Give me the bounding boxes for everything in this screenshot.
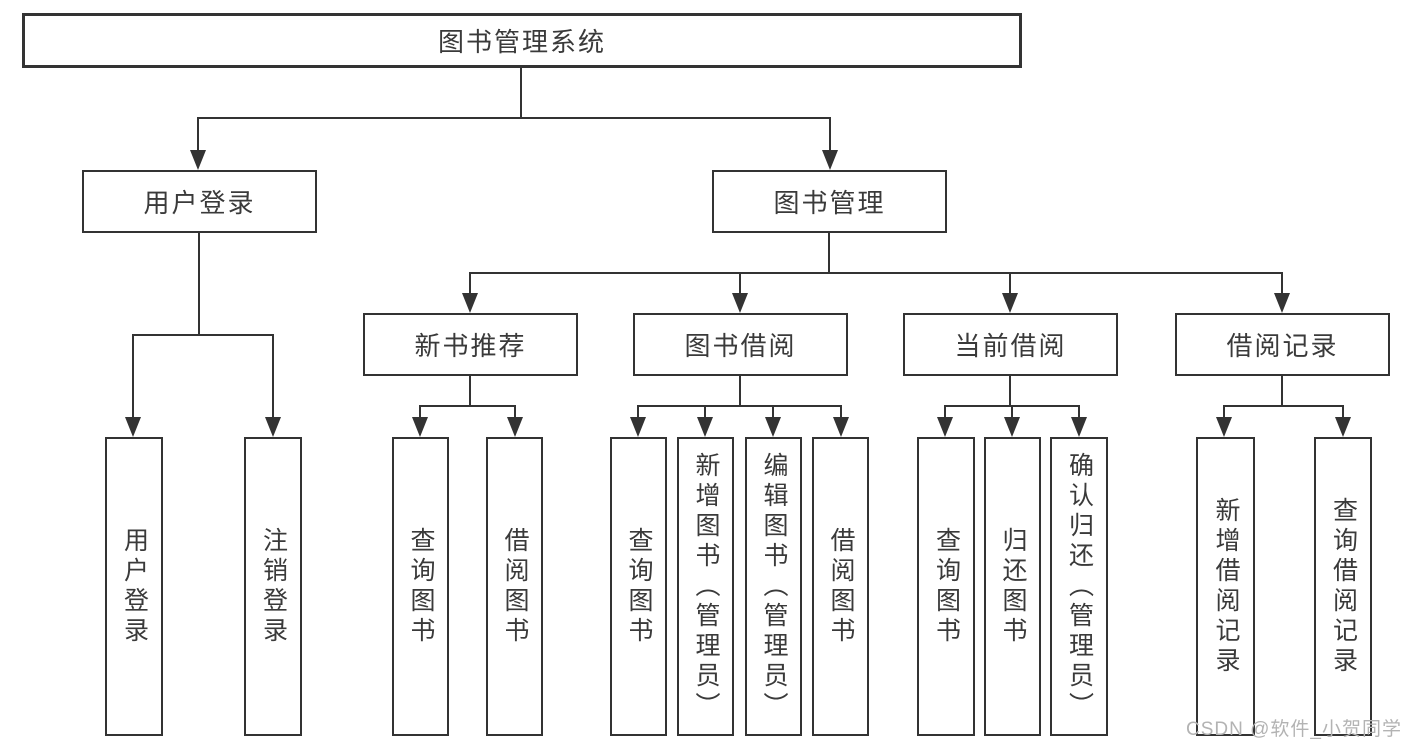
leaf-bb-borrow-books-label: 借阅图书 (827, 526, 855, 647)
leaf-bb-edit-books-admin-label: 编辑图书（管理员） (760, 451, 788, 722)
leaf-bb-borrow-books: 借阅图书 (812, 437, 869, 736)
leaf-br-add-record-label: 新增借阅记录 (1212, 496, 1240, 677)
arrowhead-leaf-r1 (1216, 417, 1232, 437)
node-user-login-group: 用户登录 (82, 170, 317, 233)
leaf-bb-query-books: 查询图书 (610, 437, 667, 736)
leaf-cb-confirm-return-admin-label: 确认归还（管理员） (1065, 451, 1094, 722)
arrowhead-leaf-logout (265, 417, 281, 437)
connector-to-leaf-b4 (840, 405, 842, 419)
arrowhead-user-login (190, 150, 206, 170)
leaf-logout: 注销登录 (244, 437, 302, 736)
leaf-cb-query-books-label: 查询图书 (932, 526, 961, 647)
csdn-watermark: CSDN @软件_小贺同学 (1186, 719, 1402, 740)
connector-records-stem (1281, 374, 1283, 407)
arrowhead-leaf-c3 (1071, 417, 1087, 437)
connector-to-records (1281, 272, 1283, 295)
connector-records-split (1223, 405, 1344, 407)
node-current-borrow: 当前借阅 (903, 313, 1118, 376)
connector-to-current (1009, 272, 1011, 295)
arrowhead-leaf-b1 (630, 417, 646, 437)
connector-book-mgmt-split (469, 272, 1283, 274)
leaf-bb-add-books-admin-label: 新增图书（管理员） (692, 451, 720, 722)
connector-user-login-split (132, 334, 274, 336)
node-book-mgmt-group-label: 图书管理 (773, 188, 886, 218)
leaf-nb-query-books: 查询图书 (392, 437, 449, 736)
leaf-user-login: 用户登录 (105, 437, 163, 736)
node-book-mgmt-group: 图书管理 (712, 170, 947, 233)
arrowhead-book-mgmt (822, 150, 838, 170)
connector-to-borrowing (739, 272, 741, 295)
leaf-br-query-record: 查询借阅记录 (1314, 437, 1372, 736)
leaf-cb-return-books: 归还图书 (984, 437, 1041, 736)
connector-borrowing-split (637, 405, 842, 407)
node-borrow-records: 借阅记录 (1175, 313, 1390, 376)
connector-to-leaf-login (132, 334, 134, 418)
leaf-nb-borrow-books-label: 借阅图书 (501, 526, 529, 647)
connector-to-leaf-nb2 (514, 405, 516, 419)
connector-to-leaf-r1 (1223, 405, 1225, 419)
node-new-books-label: 新书推荐 (414, 331, 527, 361)
connector-to-user-login (197, 117, 199, 151)
connector-new-books-stem (469, 374, 471, 407)
leaf-logout-label: 注销登录 (259, 526, 288, 647)
leaf-user-login-label: 用户登录 (120, 526, 149, 647)
node-borrow-records-label: 借阅记录 (1226, 331, 1339, 361)
arrowhead-leaf-b4 (833, 417, 849, 437)
connector-to-leaf-nb1 (419, 405, 421, 419)
arrowhead-leaf-c2 (1004, 417, 1020, 437)
arrowhead-leaf-b3 (765, 417, 781, 437)
node-borrowing: 图书借阅 (633, 313, 848, 376)
leaf-bb-query-books-label: 查询图书 (625, 526, 653, 647)
connector-root-split (197, 117, 831, 119)
connector-root-stem (520, 66, 522, 119)
arrowhead-leaf-c1 (937, 417, 953, 437)
arrowhead-new-books (462, 293, 478, 313)
connector-to-leaf-b3 (772, 405, 774, 419)
connector-borrowing-stem (739, 374, 741, 407)
leaf-cb-confirm-return-admin: 确认归还（管理员） (1050, 437, 1108, 736)
connector-to-leaf-r2 (1342, 405, 1344, 419)
node-root: 图书管理系统 (22, 13, 1022, 68)
connector-new-books-split (419, 405, 516, 407)
leaf-nb-query-books-label: 查询图书 (407, 526, 435, 647)
connector-to-leaf-b2 (704, 405, 706, 419)
arrowhead-leaf-nb2 (507, 417, 523, 437)
connector-to-leaf-logout (272, 334, 274, 418)
connector-to-new-books (469, 272, 471, 295)
leaf-br-query-record-label: 查询借阅记录 (1329, 496, 1358, 677)
arrowhead-leaf-nb1 (412, 417, 428, 437)
connector-user-login-stem (198, 231, 200, 336)
connector-to-leaf-c3 (1078, 405, 1080, 419)
connector-to-leaf-c2 (1011, 405, 1013, 419)
connector-current-stem (1009, 374, 1011, 407)
leaf-br-add-record: 新增借阅记录 (1196, 437, 1255, 736)
leaf-bb-add-books-admin: 新增图书（管理员） (677, 437, 734, 736)
arrowhead-records (1274, 293, 1290, 313)
leaf-nb-borrow-books: 借阅图书 (486, 437, 543, 736)
arrowhead-borrowing (732, 293, 748, 313)
connector-to-book-mgmt (829, 117, 831, 151)
node-root-label: 图书管理系统 (437, 27, 606, 57)
node-current-borrow-label: 当前借阅 (954, 331, 1067, 361)
connector-to-leaf-c1 (944, 405, 946, 419)
leaf-bb-edit-books-admin: 编辑图书（管理员） (745, 437, 802, 736)
node-user-login-group-label: 用户登录 (143, 188, 256, 218)
arrowhead-leaf-r2 (1335, 417, 1351, 437)
arrowhead-leaf-b2 (697, 417, 713, 437)
connector-book-mgmt-stem (828, 231, 830, 274)
leaf-cb-return-books-label: 归还图书 (999, 526, 1027, 647)
node-new-books: 新书推荐 (363, 313, 578, 376)
arrowhead-leaf-login (125, 417, 141, 437)
node-borrowing-label: 图书借阅 (684, 331, 797, 361)
connector-to-leaf-b1 (637, 405, 639, 419)
arrowhead-current (1002, 293, 1018, 313)
leaf-cb-query-books: 查询图书 (917, 437, 975, 736)
